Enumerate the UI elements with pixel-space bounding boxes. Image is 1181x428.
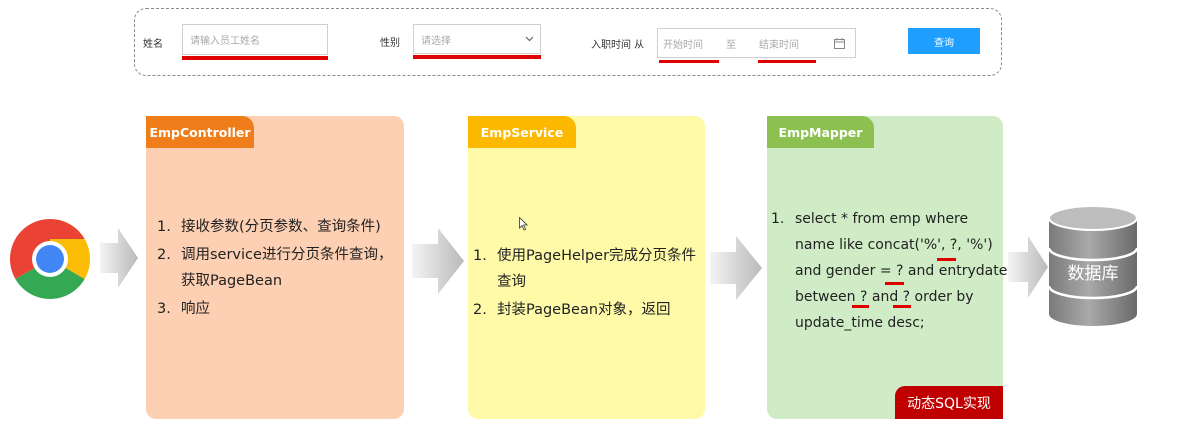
name-label: 姓名 — [143, 39, 163, 50]
list-item: 3.响应 — [157, 301, 210, 317]
name-input[interactable]: 请输入员工姓名 — [182, 24, 328, 55]
sql-line: between ? and ? order by — [795, 289, 974, 305]
arrow-right-icon — [412, 228, 464, 294]
mapper-step-number: 1. — [771, 211, 785, 227]
service-title: EmpService — [468, 116, 576, 148]
search-form — [134, 8, 1002, 76]
query-button[interactable]: 查询 — [908, 28, 980, 54]
controller-title: EmpController — [146, 116, 254, 148]
entry-date-label: 入职时间 从 — [591, 40, 645, 51]
name-input-underline — [182, 56, 328, 60]
placeholder-underline — [852, 305, 869, 308]
sql-statement: select * from emp where name like concat… — [795, 206, 1008, 336]
gender-label: 性别 — [380, 38, 400, 49]
database-icon — [1047, 205, 1139, 326]
start-date-underline — [659, 60, 719, 63]
date-range-separator: 至 — [726, 39, 736, 51]
mapper-title: EmpMapper — [767, 116, 874, 148]
list-item: 2.封装PageBean对象，返回 — [473, 302, 671, 318]
sql-line: update_time desc; — [795, 315, 925, 331]
arrow-right-icon — [710, 236, 762, 300]
placeholder-underline — [885, 282, 904, 285]
list-item: 1.使用PageHelper完成分页条件查询 — [473, 248, 697, 290]
controller-steps: 1.接收参数(分页参数、查询条件) 2.调用service进行分页条件查询，获取… — [157, 214, 397, 324]
placeholder-underline — [937, 258, 956, 261]
sql-line: select * from emp where — [795, 211, 969, 227]
dynamic-sql-badge: 动态SQL实现 — [895, 386, 1003, 419]
end-date-placeholder[interactable]: 结束时间 — [759, 39, 799, 51]
calendar-icon[interactable] — [834, 38, 845, 49]
chrome-icon — [10, 219, 90, 299]
gender-select-placeholder: 请选择 — [421, 35, 451, 47]
service-steps: 1.使用PageHelper完成分页条件查询 2.封装PageBean对象，返回 — [473, 243, 698, 325]
gender-select-underline — [413, 55, 541, 59]
list-item: 1.接收参数(分页参数、查询条件) — [157, 219, 381, 235]
arrow-right-icon — [1008, 236, 1048, 298]
end-date-underline — [758, 60, 816, 63]
chevron-down-icon — [525, 36, 534, 42]
database-label: 数据库 — [1067, 264, 1119, 284]
mapper-panel — [767, 116, 1003, 419]
gender-select[interactable]: 请选择 — [413, 24, 541, 54]
placeholder-underline — [893, 305, 911, 308]
mouse-cursor-icon — [519, 217, 528, 231]
date-range-picker[interactable]: 开始时间 至 结束时间 — [657, 28, 856, 58]
sql-line: and gender = ? and entrydate — [795, 263, 1008, 279]
service-panel — [468, 116, 705, 419]
list-item: 2.调用service进行分页条件查询，获取PageBean — [157, 247, 393, 289]
start-date-placeholder[interactable]: 开始时间 — [663, 39, 703, 51]
name-input-placeholder: 请输入员工姓名 — [190, 36, 260, 47]
sql-line: name like concat('%', ?, '%') — [795, 237, 993, 253]
controller-panel — [146, 116, 404, 419]
arrow-right-icon — [100, 228, 138, 288]
